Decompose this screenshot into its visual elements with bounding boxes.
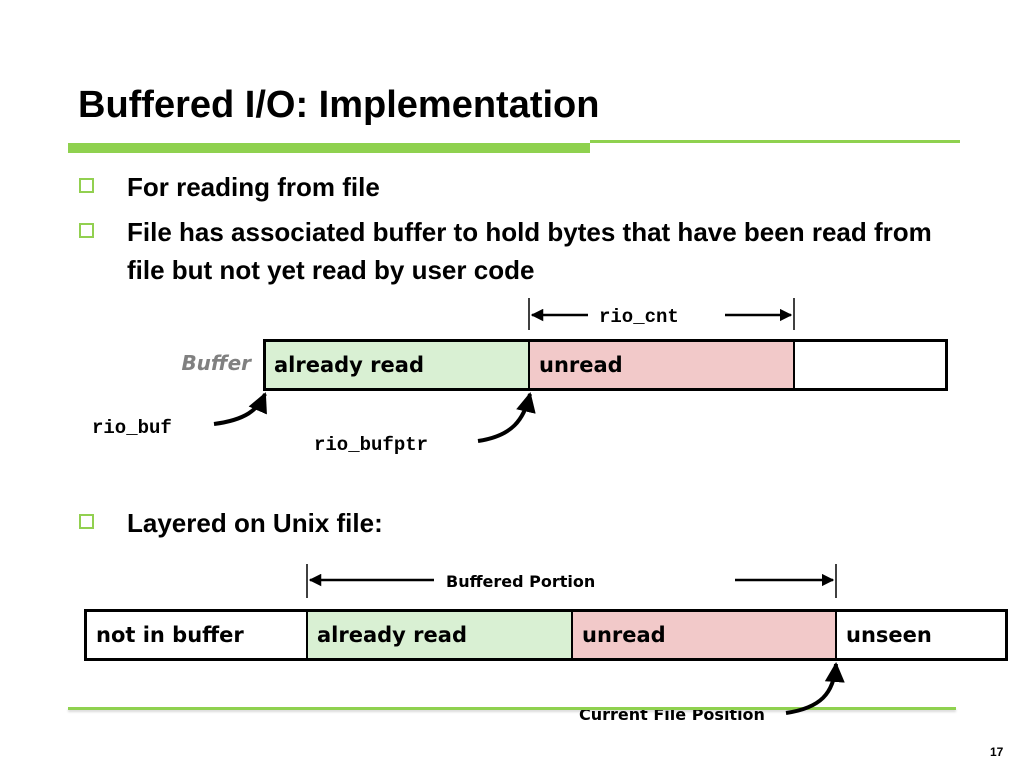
bullet-icon bbox=[79, 223, 94, 238]
rio-bufptr-arrow bbox=[477, 392, 536, 443]
bullet-text-buffer: File has associated buffer to hold bytes… bbox=[127, 217, 932, 285]
buffered-portion-label: Buffered Portion bbox=[446, 572, 596, 591]
rio-cnt-span-arrow bbox=[528, 298, 795, 330]
rio-cnt-label: rio_cnt bbox=[599, 306, 679, 328]
rio-buf-label: rio_buf bbox=[92, 417, 172, 439]
buffer-cell-unread: unread bbox=[529, 340, 794, 390]
rio-bufptr-label: rio_bufptr bbox=[314, 434, 429, 456]
file-divider bbox=[571, 611, 573, 659]
file-divider bbox=[306, 611, 308, 659]
bullet-text-layered: Layered on Unix file: bbox=[127, 508, 383, 538]
buffer-label: Buffer bbox=[181, 351, 251, 375]
bullet-icon bbox=[79, 514, 94, 529]
bullet-icon bbox=[79, 178, 94, 193]
buffered-portion-span-arrow bbox=[306, 564, 837, 598]
buffer-divider bbox=[528, 340, 530, 390]
buffer-divider bbox=[793, 340, 795, 390]
file-divider bbox=[835, 611, 837, 659]
file-cell-already-read: already read bbox=[307, 611, 572, 659]
title-underline-thick bbox=[68, 143, 590, 153]
footer-rule bbox=[68, 707, 956, 710]
bullet-text-reading: For reading from file bbox=[127, 172, 380, 202]
file-outline bbox=[84, 609, 1008, 661]
rio-buf-arrow bbox=[213, 392, 267, 426]
title-underline-thin bbox=[590, 140, 960, 143]
current-file-position-arrow bbox=[785, 662, 845, 715]
file-cell-unread: unread bbox=[572, 611, 836, 659]
file-cell-unseen: unseen bbox=[846, 623, 932, 647]
slide-title: Buffered I/O: Implementation bbox=[78, 84, 600, 126]
file-cell-not-in-buffer: not in buffer bbox=[96, 623, 244, 647]
buffer-outline bbox=[263, 339, 948, 391]
page-number: 17 bbox=[990, 745, 1004, 759]
buffer-cell-already-read: already read bbox=[264, 340, 529, 390]
